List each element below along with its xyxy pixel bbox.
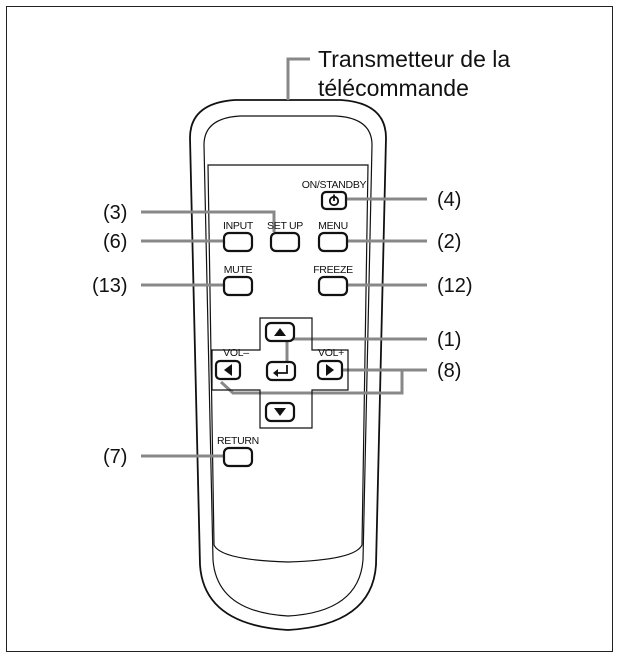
power-icon — [328, 194, 340, 207]
enter-icon — [273, 365, 288, 377]
callout-8: (8) — [437, 360, 461, 382]
mute-button[interactable] — [222, 275, 254, 297]
transmitter-title-line1: Transmetteur de la — [318, 46, 510, 72]
remote-body-inner-rim — [203, 115, 373, 617]
input-button[interactable] — [222, 231, 254, 253]
return-button[interactable] — [222, 446, 254, 468]
remote-button-panel — [207, 164, 369, 563]
freeze-button[interactable] — [317, 275, 349, 297]
arrow-up-icon — [274, 328, 286, 336]
transmitter-lead — [286, 57, 310, 100]
callout-2: (2) — [437, 231, 461, 253]
on-standby-label: ON/STANDBY — [302, 179, 367, 191]
callout-3: (3) — [103, 202, 127, 224]
callout-1: (1) — [437, 329, 461, 351]
input-label: INPUT — [223, 220, 254, 232]
lead-8 — [219, 368, 427, 395]
return-label: RETURN — [217, 435, 259, 447]
vol-plus-label: VOL+ — [318, 347, 344, 359]
menu-button[interactable] — [317, 231, 349, 253]
lead-3 — [141, 210, 276, 232]
arrow-down-icon — [274, 408, 286, 416]
on-standby-button[interactable] — [320, 190, 348, 211]
freeze-label: FREEZE — [313, 264, 353, 276]
callout-13: (13) — [92, 275, 128, 297]
arrow-right-icon — [326, 364, 334, 376]
mute-label: MUTE — [224, 264, 253, 276]
down-button[interactable] — [264, 401, 296, 423]
callout-12: (12) — [437, 275, 473, 297]
callout-6: (6) — [103, 231, 127, 253]
callout-4: (4) — [437, 189, 461, 211]
vol-plus-right-button[interactable] — [316, 359, 344, 381]
callout-7: (7) — [103, 446, 127, 468]
set-up-label: SET UP — [267, 220, 303, 232]
transmitter-title-line2: télécommande — [318, 75, 469, 101]
enter-button[interactable] — [265, 360, 297, 382]
vol-minus-label: VOL– — [223, 347, 249, 359]
set-up-button[interactable] — [269, 231, 301, 253]
up-button[interactable] — [264, 321, 296, 343]
arrow-left-icon — [224, 364, 232, 376]
diagram-frame — [6, 6, 613, 652]
menu-label: MENU — [318, 220, 348, 232]
vol-minus-left-button[interactable] — [214, 359, 242, 381]
dpad-frame — [211, 317, 349, 429]
